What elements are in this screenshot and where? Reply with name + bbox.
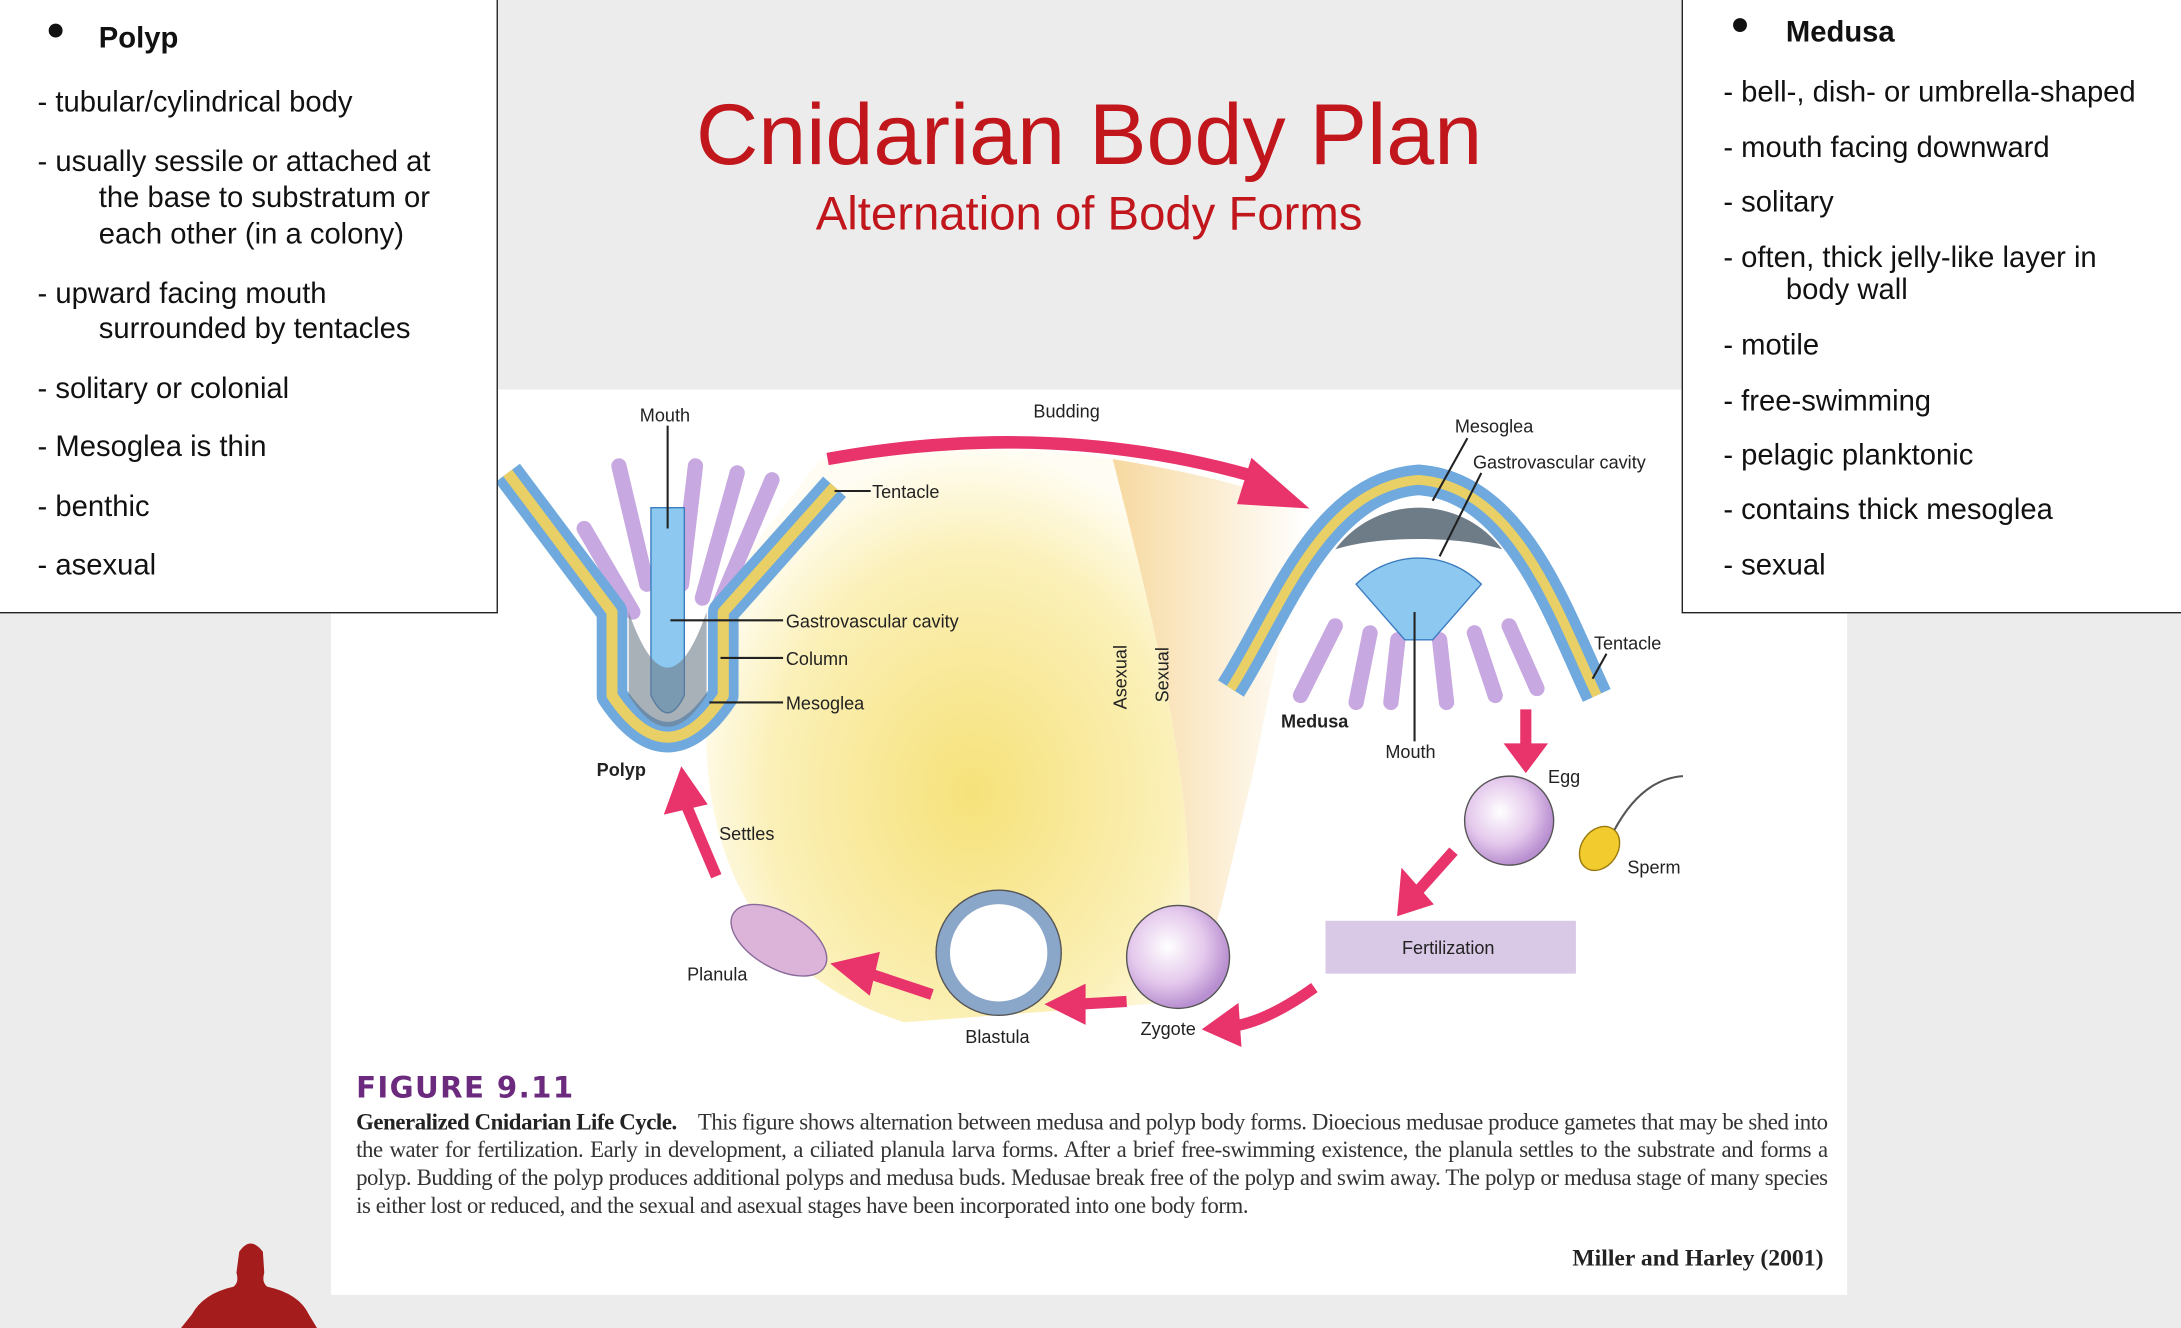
polyp-line: - tubular/cylindrical body — [37, 86, 353, 119]
medusa-line: - sexual — [1723, 549, 1826, 582]
label-medusa-mouth: Mouth — [1385, 742, 1435, 762]
medusa-line: - solitary — [1723, 186, 1834, 219]
medusa-heading: Medusa — [1785, 16, 1895, 49]
human-silhouette-logo — [181, 1243, 317, 1328]
polyp-illustration — [495, 458, 846, 753]
cycle-arrows — [663, 436, 1549, 1048]
label-polyp-tentacle: Tentacle — [872, 482, 939, 502]
medusa-line: - mouth facing downward — [1723, 132, 2050, 165]
label-sexual: Sexual — [1152, 647, 1172, 702]
label-medusa-tentacle: Tentacle — [1594, 634, 1661, 654]
label-polyp-mesoglea: Mesoglea — [786, 693, 865, 713]
planula-larva — [730, 903, 828, 977]
zygote-cell — [1125, 904, 1231, 1010]
polyp-line: - solitary or colonial — [37, 372, 290, 405]
polyp-line: - upward facing mouth — [37, 278, 327, 311]
label-asexual: Asexual — [1111, 645, 1131, 709]
polyp-line: surrounded by tentacles — [98, 312, 411, 345]
asexual-region — [705, 449, 1190, 1023]
blastula-cell — [936, 890, 1062, 1016]
polyp-line: the base to substratum or — [98, 182, 430, 215]
label-sperm: Sperm — [1627, 857, 1680, 877]
medusa-line: - often, thick jelly-like layer in — [1723, 242, 2097, 275]
bullet-icon — [48, 23, 63, 38]
label-planula: Planula — [687, 965, 748, 985]
figure-credit: Miller and Harley (2001) — [1572, 1244, 1824, 1272]
medusa-line: - bell-, dish- or umbrella-shaped — [1723, 76, 2136, 109]
label-medusa-mesoglea: Mesoglea — [1455, 417, 1534, 437]
label-egg: Egg — [1548, 767, 1580, 787]
medusa-line: - motile — [1723, 329, 1820, 362]
label-fertilization: Fertilization — [1402, 938, 1494, 958]
diagram-labels: Mouth Budding Tentacle Gastrovascular ca… — [597, 401, 1681, 1047]
medusa-line: - pelagic planktonic — [1723, 439, 1974, 472]
label-budding: Budding — [1033, 401, 1099, 421]
polyp-box: Polyp - tubular/cylindrical body - usual… — [0, 0, 498, 614]
medusa-line: body wall — [1785, 274, 1908, 306]
page-title: Cnidarian Body Plan — [695, 87, 1483, 184]
label-medusa-gv: Gastrovascular cavity — [1473, 453, 1646, 473]
page-subtitle: Alternation of Body Forms — [815, 187, 1363, 241]
figure-caption: Generalized Cnidarian Life Cycle. This f… — [356, 1109, 1828, 1220]
label-polyp-gv: Gastrovascular cavity — [786, 611, 959, 631]
medusa-illustration — [1218, 464, 1611, 711]
polyp-line: each other (in a colony) — [98, 218, 405, 251]
sperm-tail — [1612, 775, 1684, 833]
label-medusa: Medusa — [1281, 711, 1349, 731]
polyp-line: - Mesoglea is thin — [37, 431, 267, 464]
label-polyp: Polyp — [597, 760, 646, 780]
egg-cell — [1463, 775, 1555, 866]
bullet-icon — [1733, 18, 1747, 32]
medusa-box: Medusa - bell-, dish- or umbrella-shaped… — [1681, 0, 2181, 614]
fertilization-box — [1325, 920, 1576, 974]
sperm-cell — [1578, 825, 1621, 872]
polyp-heading: Polyp — [98, 22, 179, 55]
label-settles: Settles — [719, 824, 774, 844]
medusa-line: - contains thick mesoglea — [1723, 493, 2053, 526]
label-zygote: Zygote — [1141, 1019, 1196, 1039]
polyp-line: - benthic — [37, 490, 150, 523]
label-blastula: Blastula — [965, 1027, 1030, 1047]
caption-title: Generalized Cnidarian Life Cycle. — [356, 1108, 677, 1135]
label-polyp-mouth: Mouth — [640, 405, 690, 425]
polyp-line: - asexual — [37, 549, 157, 582]
figure-label: FIGURE 9.11 — [356, 1070, 575, 1105]
medusa-line: - free-swimming — [1723, 385, 1932, 418]
sexual-region — [1112, 458, 1308, 1002]
polyp-line: - usually sessile or attached at — [37, 146, 431, 179]
caption-text: This figure shows alternation between me… — [356, 1108, 1828, 1219]
label-column: Column — [786, 649, 848, 669]
